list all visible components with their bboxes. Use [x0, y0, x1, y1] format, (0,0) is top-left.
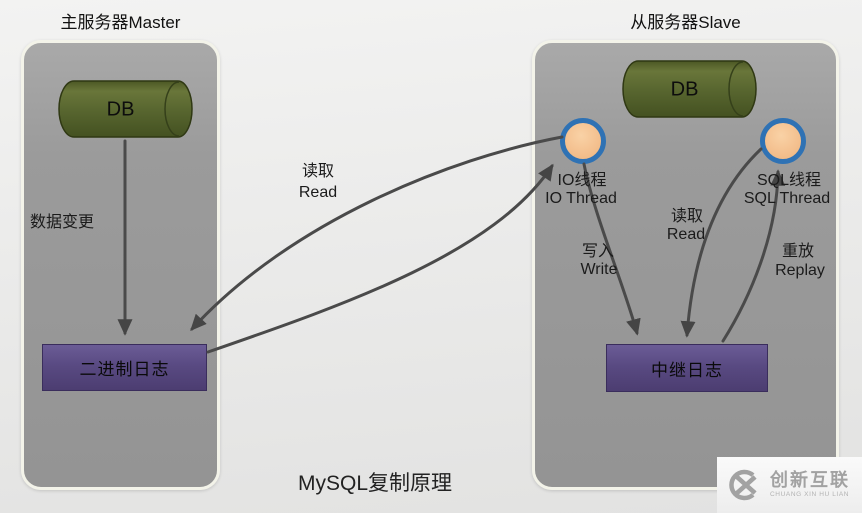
read-binlog-label-en: Read: [298, 184, 338, 201]
slave-server-title: 从服务器Slave: [630, 13, 741, 32]
write-relay-label-en: Write: [580, 261, 618, 278]
watermark-badge: 创新互联 CHUANG XIN HU LIAN: [717, 457, 862, 513]
binary-log-label: 二进制日志: [79, 360, 170, 379]
relay-log-box: 中继日志: [606, 344, 768, 392]
sql-thread-label-zh: SQL线程: [756, 172, 822, 189]
io-thread-label-en: IO Thread: [545, 190, 617, 207]
diagram-title: MySQL复制原理: [297, 472, 453, 495]
master-db-cylinder: DB: [58, 80, 194, 140]
read-relay-label-zh: 读取: [670, 208, 704, 225]
relay-log-label: 中继日志: [651, 360, 723, 380]
replay-label-zh: 重放: [781, 243, 815, 260]
sql-thread-circle: [760, 118, 806, 164]
write-relay-label-zh: 写入: [581, 243, 615, 260]
data-change-label: 数据变更: [30, 214, 95, 231]
watermark-tagline: CHUANG XIN HU LIAN: [770, 491, 850, 499]
cylinder-shape-icon: [58, 80, 193, 138]
slave-db-cylinder: DB: [622, 60, 758, 120]
watermark-brand: 创新互联: [770, 470, 850, 491]
replay-label-en: Replay: [775, 262, 825, 279]
arrow-io-read-request: [190, 135, 564, 331]
sql-thread-label-en: SQL Thread: [743, 190, 831, 207]
cylinder-shape-icon: [622, 60, 757, 118]
watermark-text: 创新互联 CHUANG XIN HU LIAN: [770, 471, 850, 499]
io-thread-label-zh: IO线程: [557, 172, 607, 189]
watermark-logo-icon: [729, 469, 757, 501]
binary-log-box: 二进制日志: [42, 344, 207, 391]
master-server-title: 主服务器Master: [60, 13, 181, 32]
read-binlog-label-zh: 读取: [301, 163, 335, 180]
master-db-label: DB: [106, 98, 135, 121]
io-thread-circle: [560, 118, 606, 164]
arrow-binlog-to-io: [206, 163, 554, 354]
slave-db-label: DB: [670, 78, 699, 101]
read-relay-label-en: Read: [666, 226, 706, 243]
